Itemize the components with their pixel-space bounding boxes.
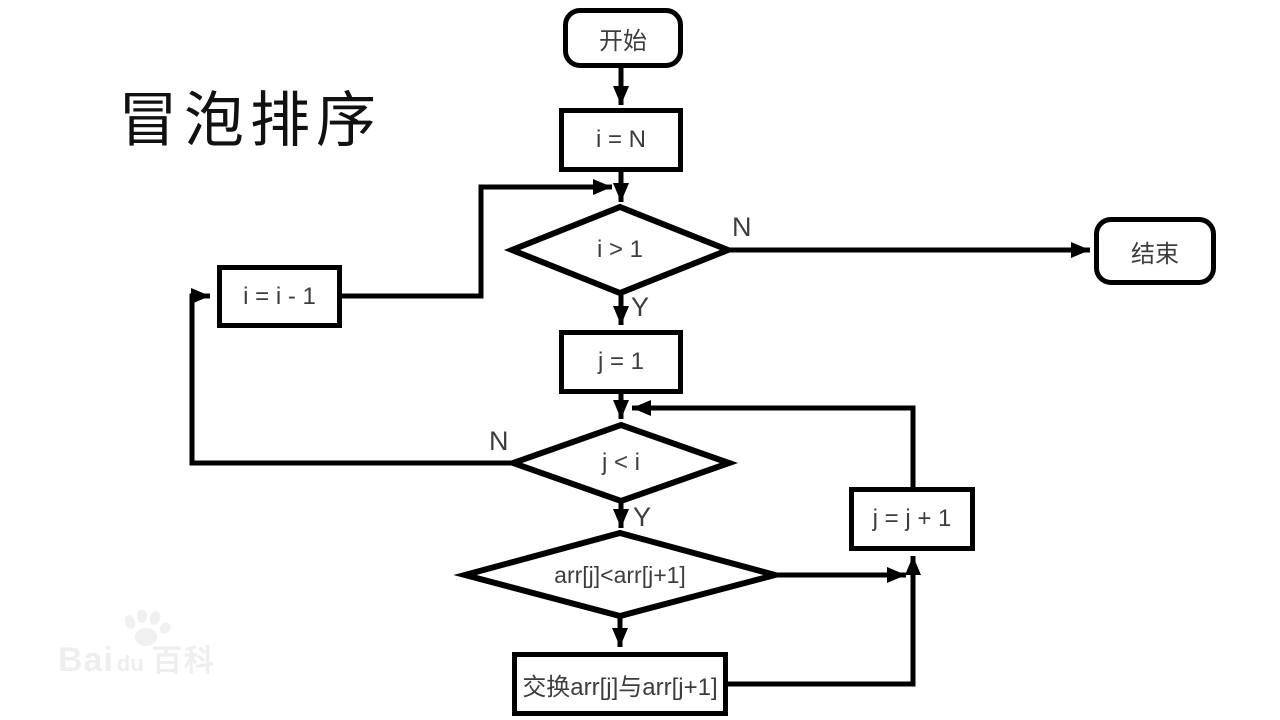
node-swap: 交换arr[j]与arr[j+1]: [512, 652, 728, 716]
node-start-label: 开始: [599, 27, 647, 55]
node-end: 结束: [1094, 217, 1216, 285]
edge-dec-i-loop-to-check-i: [342, 179, 612, 299]
branch-label-check-j-n: N: [489, 426, 509, 456]
node-swap-label: 交换arr[j]与arr[j+1]: [522, 673, 718, 701]
node-end-label: 结束: [1131, 240, 1179, 268]
node-dec-i-label: i = i - 1: [243, 282, 316, 310]
node-set-j-label: j = 1: [597, 348, 645, 375]
node-compare-shape: [453, 529, 787, 620]
node-dec-i: i = i - 1: [217, 265, 342, 328]
page-title: 冒泡排序: [118, 87, 382, 154]
edge-inc-j-loop-to-check-j: [632, 400, 916, 487]
baidu-paw-icon: [124, 610, 171, 646]
node-set-i: i = N: [559, 108, 683, 172]
watermark-brand: Bai: [58, 641, 114, 679]
branch-label-check-i-n: N: [732, 212, 752, 242]
edge-swap-to-inc-j: [728, 556, 921, 687]
node-inc-j-label: j = j + 1: [872, 505, 952, 532]
node-inc-j: j = j + 1: [849, 487, 975, 551]
branch-label-check-i-y: Y: [631, 292, 650, 322]
watermark-brand2: du: [116, 651, 144, 676]
node-set-i-label: i = N: [595, 126, 646, 153]
node-set-j: j = 1: [559, 330, 683, 394]
watermark-suffix: 百科: [151, 645, 216, 678]
baidu-watermark: Bai du 百科: [58, 610, 216, 680]
edge-check-j-n-to-dec-i: [189, 288, 513, 466]
node-start: 开始: [563, 8, 683, 68]
branch-label-check-j-y: Y: [633, 502, 652, 532]
node-check-i-shape: [503, 203, 737, 297]
node-check-j-shape: [503, 421, 739, 505]
